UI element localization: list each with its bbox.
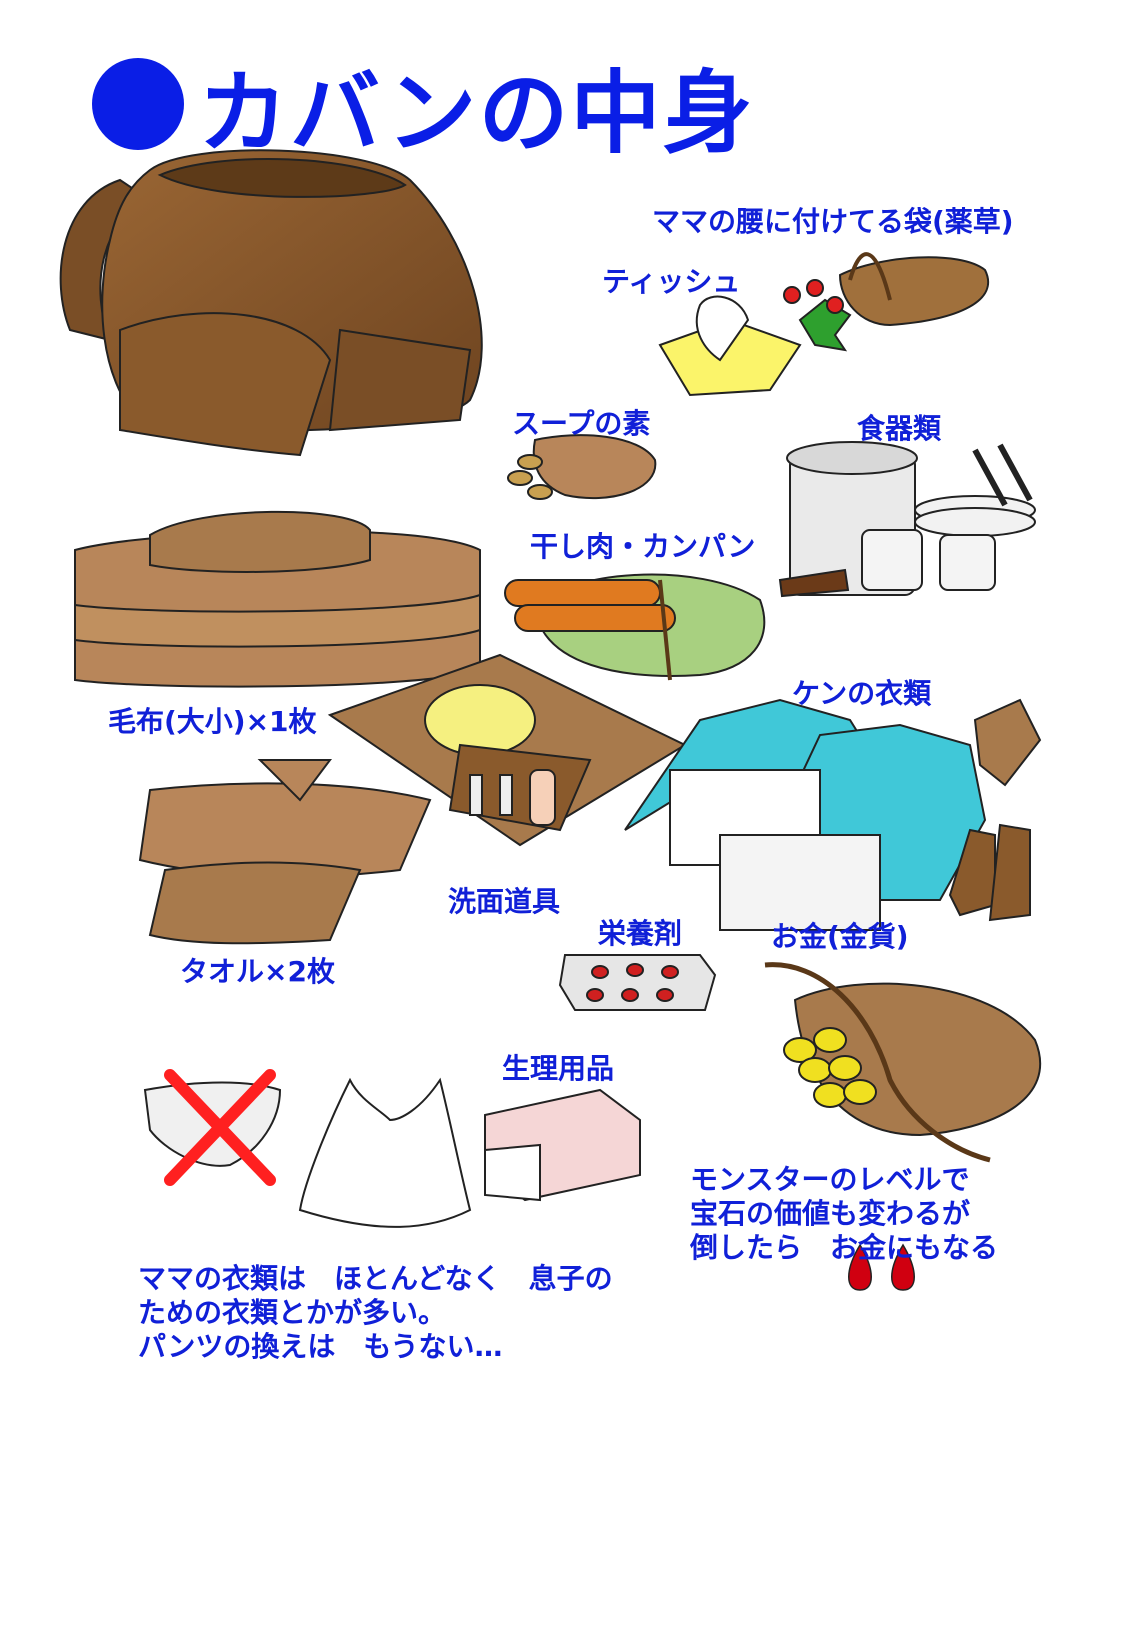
gem-drops-image <box>848 1243 915 1291</box>
herb-pouch-image <box>783 252 990 352</box>
kens-clothes-image <box>624 698 1042 931</box>
tissue-image <box>658 295 802 397</box>
note-line: 倒したら お金にもなる <box>690 1231 999 1265</box>
bra-image <box>298 1077 472 1228</box>
label-tissue: ティッシュ <box>602 265 741 298</box>
label-toiletries: 洗面道具 <box>448 885 561 918</box>
label-jerky-hardtack: 干し肉・カンパン <box>530 530 756 563</box>
towel-image <box>138 759 432 945</box>
jerky-hardtack-image <box>504 573 766 681</box>
label-money: お金(金貨) <box>771 920 909 953</box>
supplement-pack-image <box>558 954 717 1011</box>
circle-bullet-icon <box>92 58 184 150</box>
page-title-text: カバンの中身 <box>198 61 755 166</box>
label-soup-base: スープの素 <box>512 407 651 440</box>
blanket-image <box>74 510 481 688</box>
label-kens-clothes: ケンの衣類 <box>792 677 932 710</box>
toiletries-image <box>327 653 688 847</box>
note-line: 宝石の価値も変わるが <box>690 1197 971 1231</box>
backpack-image <box>59 149 483 457</box>
label-sanitary-goods: 生理用品 <box>502 1052 615 1085</box>
note-line: ママの衣類は ほとんどなく 息子の <box>138 1262 613 1295</box>
label-towel: タオル×2枚 <box>180 955 335 988</box>
tableware-image <box>778 441 1036 598</box>
note-monster-money: モンスターのレベルで 宝石の価値も変わるが 倒したら お金にもなる <box>690 1163 998 1265</box>
page-title: カバンの中身 <box>92 58 755 163</box>
label-supplements: 栄養剤 <box>598 917 683 950</box>
note-line: モンスターのレベルで <box>690 1163 970 1196</box>
gold-pouch-image <box>764 962 1042 1163</box>
sanitary-goods-image <box>484 1088 641 1202</box>
note-mama-clothes: ママの衣類は ほとんどなく 息子の ための衣類とかが多い。 パンツの換えは もう… <box>138 1262 613 1364</box>
cross-out-icon <box>164 1069 276 1186</box>
soup-base-image <box>507 434 657 500</box>
note-line: パンツの換えは もうない… <box>138 1330 503 1364</box>
label-waist-pouch: ママの腰に付けてる袋(薬草) <box>652 205 1014 238</box>
note-line: ための衣類とかが多い。 <box>138 1296 447 1330</box>
label-blanket: 毛布(大小)×1枚 <box>108 705 317 738</box>
label-tableware: 食器類 <box>857 412 942 445</box>
